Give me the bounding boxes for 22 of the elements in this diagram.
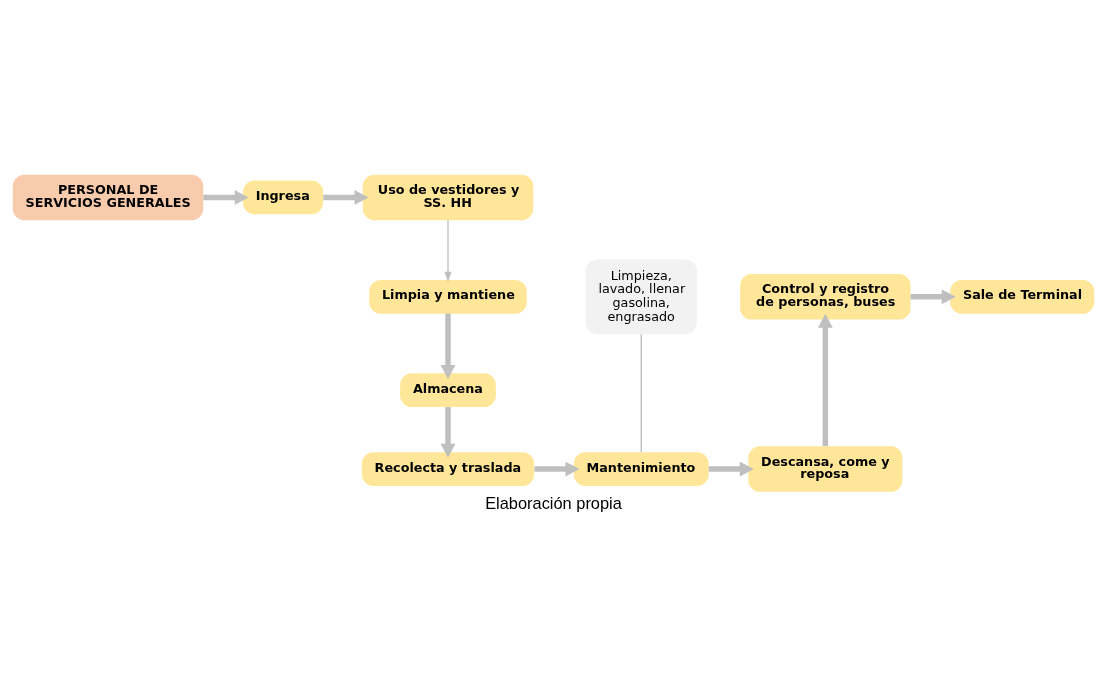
node-box: Control y registro de personas, buses bbox=[740, 273, 911, 320]
node-box: Descansa, come y reposa bbox=[748, 445, 903, 492]
arrow bbox=[534, 461, 580, 476]
arrow bbox=[444, 219, 452, 282]
node-box: Mantenimiento bbox=[573, 451, 709, 486]
node-box: Recolecta y traslada bbox=[361, 451, 535, 486]
node-box: PERSONAL DE SERVICIOS GENERALES bbox=[12, 174, 204, 220]
arrow bbox=[817, 313, 833, 446]
node-box: Uso de vestidores y SS. HH bbox=[362, 174, 534, 220]
arrow bbox=[910, 288, 956, 304]
node-box: Limpia y mantiene bbox=[369, 279, 527, 314]
arrow bbox=[708, 461, 754, 476]
arrow bbox=[440, 406, 456, 458]
node-box: Limpieza, lavado, llenar gasolina, engrasado bbox=[585, 258, 697, 334]
node-box: Sale de Terminal bbox=[950, 279, 1095, 314]
arrow bbox=[203, 189, 249, 205]
node-box: Ingresa bbox=[242, 180, 324, 214]
arrow bbox=[440, 313, 456, 379]
caption: Elaboración propia bbox=[485, 493, 622, 512]
arrow bbox=[323, 189, 369, 205]
connector bbox=[640, 333, 642, 453]
node-box: Almacena bbox=[400, 372, 496, 407]
